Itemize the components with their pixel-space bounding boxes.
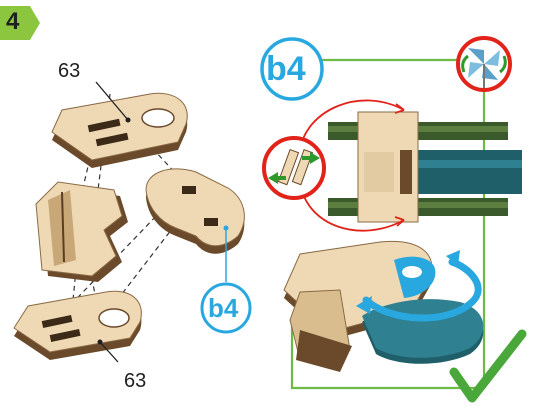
assembled-cam-view <box>284 241 483 372</box>
cam-part-b4 <box>146 169 244 254</box>
detail-frame <box>262 38 522 398</box>
part-63-bottom <box>14 291 141 360</box>
leader-dot-top <box>126 118 131 123</box>
push-arrows-icon <box>264 138 324 198</box>
leader-dot-bottom <box>98 340 103 345</box>
callout-label-small: b4 <box>208 293 238 324</box>
callout-label-large: b4 <box>266 50 306 89</box>
part-label-bottom: 63 <box>124 370 146 393</box>
leader-dot-b4 <box>224 226 229 231</box>
step-number: 4 <box>6 8 19 36</box>
spacer-part <box>36 182 128 282</box>
part-label-top: 63 <box>58 60 80 83</box>
pinwheel-icon <box>458 38 510 90</box>
part-63-top <box>52 93 187 168</box>
shaft-assembly-top-view <box>328 112 522 222</box>
